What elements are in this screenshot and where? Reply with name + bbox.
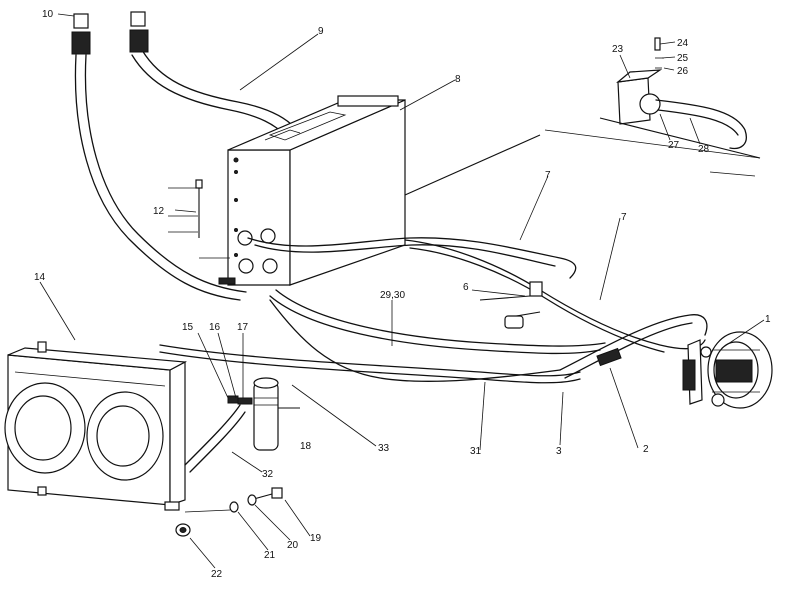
condenser — [4, 341, 246, 511]
line-upper-right — [404, 239, 706, 353]
valve-6 — [479, 281, 543, 329]
callout-19: 19 — [310, 533, 322, 544]
line-31 — [159, 344, 581, 384]
callout-2: 2 — [643, 444, 649, 455]
callout-24: 24 — [677, 38, 689, 49]
evaporator-box — [227, 95, 406, 286]
callout-1: 1 — [765, 314, 771, 325]
callout-31: 31 — [470, 446, 482, 457]
callout-3: 3 — [556, 446, 562, 457]
callout-6: 6 — [463, 282, 469, 293]
hardware-19-21 — [184, 487, 283, 513]
callout-14: 14 — [34, 272, 46, 283]
callout-20: 20 — [287, 540, 299, 551]
callout-16: 16 — [209, 322, 221, 333]
evaporator-ports — [218, 228, 278, 285]
callout-33: 33 — [378, 443, 390, 454]
callout-22: 22 — [211, 569, 223, 580]
callout-23: 23 — [612, 44, 624, 55]
compressor — [682, 331, 773, 409]
callout-26: 26 — [677, 66, 689, 77]
callout-21: 21 — [264, 550, 276, 561]
receiver-assembly — [599, 37, 761, 177]
callout-28: 28 — [698, 144, 710, 155]
receiver-drier — [227, 377, 300, 451]
callout-8: 8 — [455, 74, 461, 85]
callout-7-b: 7 — [621, 212, 627, 223]
line-3 — [269, 299, 561, 382]
callout-25: 25 — [677, 53, 689, 64]
grommet-22 — [175, 523, 191, 537]
line-to-compressor — [559, 314, 708, 379]
callout-18: 18 — [300, 441, 312, 452]
callout-27: 27 — [668, 140, 680, 151]
callout-9: 9 — [318, 26, 324, 37]
callout-7-a: 7 — [545, 170, 551, 181]
line-7 — [247, 237, 577, 279]
hose-9 — [131, 49, 296, 136]
callout-29-30: 29,30 — [380, 290, 405, 301]
fitting-10 — [71, 13, 91, 55]
callout-17: 17 — [237, 322, 249, 333]
fitting-2 — [596, 347, 622, 367]
guide-lines — [404, 129, 761, 196]
fitting-9-top — [129, 11, 149, 53]
leader-lines — [39, 13, 765, 569]
bolt-12 — [168, 179, 230, 259]
hose-left-long — [74, 54, 247, 301]
callout-12: 12 — [153, 206, 165, 217]
callout-32: 32 — [262, 469, 274, 480]
callout-10: 10 — [42, 9, 54, 20]
callout-15: 15 — [182, 322, 194, 333]
line-29-30 — [269, 289, 606, 355]
